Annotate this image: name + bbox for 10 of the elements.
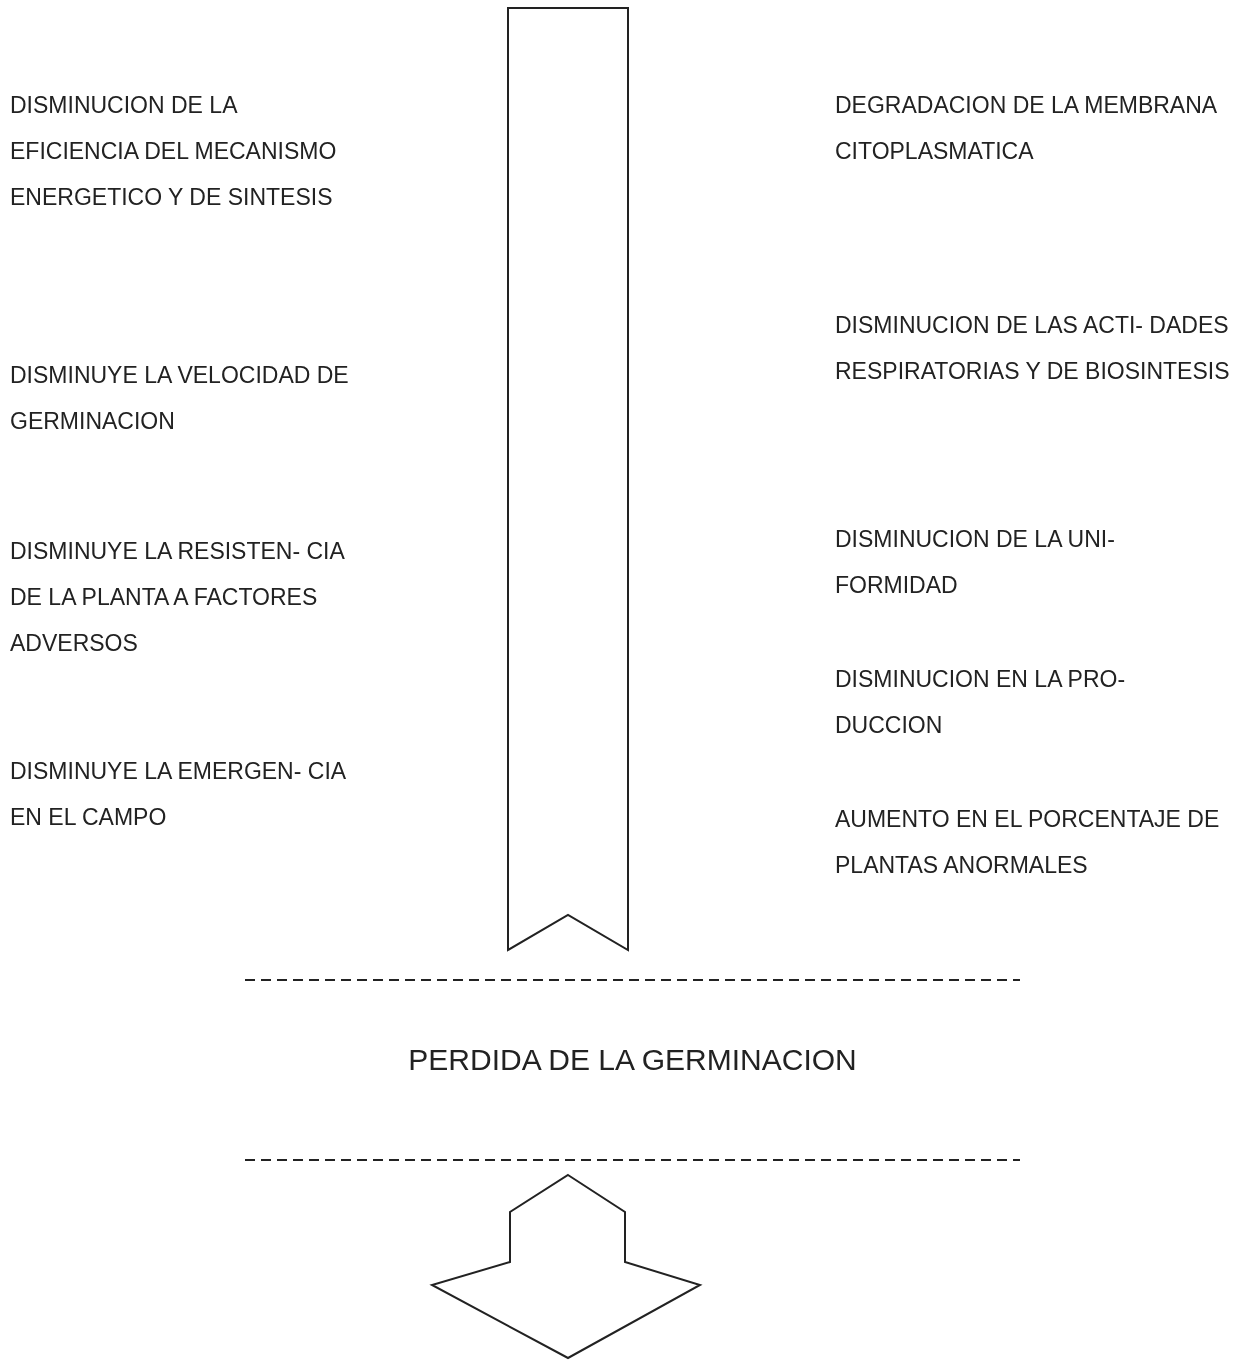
effect-text: DEGRADACION DE LA MEMBRANA CITOPLASMATICA (835, 91, 1218, 166)
effect-text: DISMINUCION DE LA EFICIENCIA DEL MECANISMO ENERGETICO Y DE SINTESIS (10, 91, 338, 212)
effect-text: DISMINUCION DE LA UNI- FORMIDAD (835, 525, 1116, 600)
effect-text: DISMINUCION EN LA PRO- DUCCION (835, 665, 1127, 740)
effect-text: DISMINUYE LA VELOCIDAD DE GERMINACION (10, 361, 350, 436)
result-text: PERDIDA DE LA GERMINACION (407, 1042, 858, 1078)
effect-text: AUMENTO EN EL PORCENTAJE DE PLANTAS ANORMALES (835, 805, 1221, 880)
effect-text: DISMINUYE LA RESISTEN- CIA DE LA PLANTA A FACTORES ADVERSOS (10, 537, 346, 658)
effect-text: DISMINUYE LA EMERGEN- CIA EN EL CAMPO (10, 757, 347, 832)
effect-text: DISMINUCION DE LAS ACTI- DADES RESPIRATORIAS Y DE BIOSINTESIS (835, 311, 1231, 386)
